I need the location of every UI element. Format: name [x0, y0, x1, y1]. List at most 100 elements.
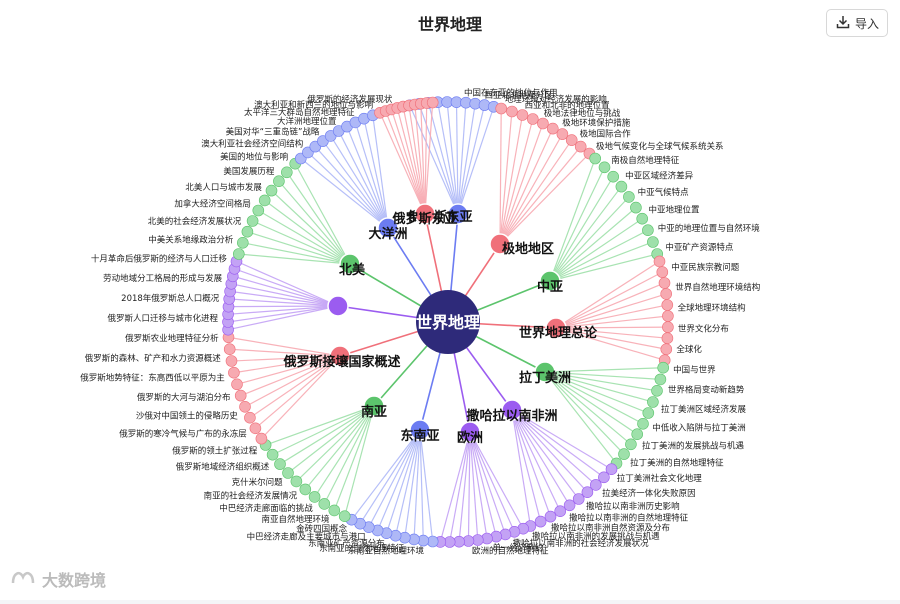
branch-node[interactable] — [447, 203, 469, 225]
leaf-node[interactable] — [572, 493, 585, 505]
leaf-node[interactable] — [544, 510, 557, 523]
leaf-node[interactable] — [642, 224, 654, 236]
leaf-node[interactable] — [658, 277, 671, 289]
branch-node[interactable] — [459, 421, 481, 443]
leaf-node[interactable] — [661, 299, 674, 311]
leaf-node[interactable] — [233, 248, 245, 260]
leaf-label: 中国与世界 — [673, 364, 716, 375]
leaf-node[interactable] — [308, 491, 321, 503]
leaf-node[interactable] — [234, 389, 247, 402]
branch-node[interactable] — [539, 270, 561, 292]
leaf-node[interactable] — [656, 266, 669, 278]
leaf-edge — [414, 104, 426, 215]
leaf-node[interactable] — [589, 152, 602, 165]
leaf-node[interactable] — [495, 102, 508, 115]
leaf-node[interactable] — [426, 96, 439, 109]
leaf-node[interactable] — [237, 237, 249, 249]
leaf-node[interactable] — [657, 361, 670, 374]
leaf-node[interactable] — [554, 505, 567, 518]
leaf-node[interactable] — [574, 140, 587, 153]
leaf-node[interactable] — [318, 498, 331, 510]
leaf-node[interactable] — [282, 467, 294, 479]
leaf-node[interactable] — [241, 225, 254, 238]
leaf-node[interactable] — [598, 471, 610, 484]
leaf-node[interactable] — [660, 343, 673, 356]
leaf-node[interactable] — [631, 428, 644, 441]
leaf-node[interactable] — [623, 191, 635, 203]
leaf-node[interactable] — [625, 438, 637, 451]
leaf-node[interactable] — [636, 212, 649, 225]
leaf-node[interactable] — [647, 396, 659, 408]
leaf-node[interactable] — [662, 310, 674, 322]
leaf-node[interactable] — [223, 343, 236, 356]
leaf-node[interactable] — [526, 113, 539, 125]
leaf-node[interactable] — [246, 215, 259, 227]
leaf-node[interactable] — [274, 458, 286, 470]
leaf-node[interactable] — [630, 201, 642, 214]
leaf-node[interactable] — [265, 184, 278, 197]
leaf-node[interactable] — [290, 475, 303, 488]
leaf-node[interactable] — [546, 122, 559, 135]
leaf-node[interactable] — [607, 170, 620, 183]
leaf-node[interactable] — [252, 204, 265, 217]
leaf-node[interactable] — [280, 166, 293, 179]
leaf-node[interactable] — [537, 117, 549, 130]
branch-node[interactable] — [489, 233, 511, 255]
leaf-node[interactable] — [647, 236, 659, 248]
leaf-node[interactable] — [506, 105, 518, 118]
leaf-node[interactable] — [255, 432, 268, 445]
leaf-label: 撒哈拉以南非洲的自然地理特征 — [569, 513, 689, 524]
leaf-node[interactable] — [225, 355, 238, 367]
leaf-node[interactable] — [249, 422, 262, 435]
leaf-node[interactable] — [653, 255, 666, 268]
leaf-node[interactable] — [660, 288, 673, 300]
leaf-node[interactable] — [605, 463, 618, 476]
leaf-node[interactable] — [618, 448, 630, 460]
import-button[interactable]: 导入 — [825, 9, 888, 37]
leaf-node[interactable] — [299, 483, 312, 496]
leaf-node[interactable] — [273, 175, 285, 187]
leaf-node[interactable] — [534, 515, 547, 528]
leaf-edge — [249, 355, 341, 419]
leaf-node[interactable] — [662, 321, 674, 333]
leaf-label: 俄罗斯农业地理特征分析 — [125, 333, 219, 344]
leaf-node[interactable] — [556, 128, 569, 140]
branch-node[interactable] — [409, 419, 431, 441]
leaf-node[interactable] — [328, 504, 341, 517]
branch-node[interactable] — [545, 317, 567, 339]
leaf-node[interactable] — [637, 417, 649, 430]
leaf-node[interactable] — [239, 400, 251, 413]
branch-node[interactable] — [501, 399, 523, 421]
mindmap-canvas[interactable]: 俄罗斯东亚极地地区中亚世界地理总论拉丁美洲撒哈拉以南非洲欧洲东南亚南亚俄罗斯接壤… — [0, 46, 900, 600]
leaf-node[interactable] — [516, 109, 529, 121]
leaf-node[interactable] — [589, 479, 602, 491]
leaf-node[interactable] — [642, 407, 655, 419]
leaf-node[interactable] — [231, 378, 243, 391]
leaf-node[interactable] — [654, 373, 667, 386]
leaf-label: 中亚地理位置 — [649, 204, 701, 215]
root-node[interactable] — [416, 290, 480, 354]
leaf-node[interactable] — [598, 161, 611, 174]
leaf-node[interactable] — [338, 510, 351, 523]
leaf-node[interactable] — [615, 180, 628, 193]
leaf-node[interactable] — [661, 332, 674, 345]
branch-node[interactable] — [414, 203, 436, 225]
mindmap-graph[interactable]: 俄罗斯东亚极地地区中亚世界地理总论拉丁美洲撒哈拉以南非洲欧洲东南亚南亚俄罗斯接壤… — [0, 46, 900, 600]
leaf-node[interactable] — [581, 486, 594, 499]
leaf-node[interactable] — [563, 499, 576, 512]
leaf-node[interactable] — [228, 366, 240, 379]
leaf-node[interactable] — [258, 194, 271, 207]
branch-node[interactable] — [329, 345, 351, 367]
branch-node[interactable] — [363, 395, 385, 417]
branch-node[interactable] — [534, 361, 556, 383]
branch-node[interactable] — [339, 253, 361, 275]
leaf-node[interactable] — [565, 134, 578, 146]
branch-node[interactable] — [327, 295, 349, 317]
leaf-edge — [233, 355, 341, 374]
leaf-edge — [544, 371, 625, 455]
leaf-node[interactable] — [244, 411, 256, 424]
leaf-label: 世界格局变动新趋势 — [668, 384, 745, 395]
leaf-node[interactable] — [266, 448, 279, 461]
leaf-node[interactable] — [651, 384, 663, 397]
branch-node[interactable] — [377, 217, 399, 239]
